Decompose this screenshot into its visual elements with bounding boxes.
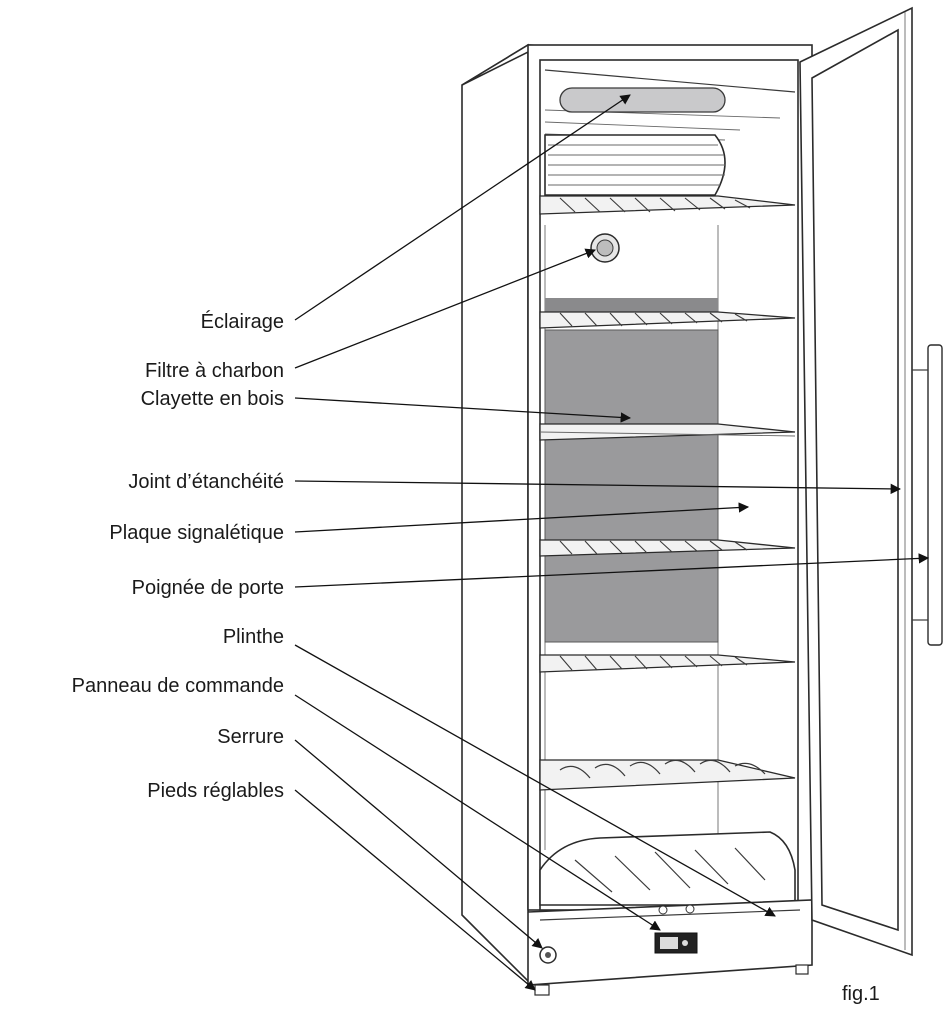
- labels: Éclairage Filtre à charbon Clayette en b…: [72, 310, 284, 802]
- leader-lines: [294, 94, 930, 991]
- charcoal-filter-icon: [590, 233, 620, 263]
- label-serrure: Serrure: [217, 726, 284, 748]
- label-panneau: Panneau de commande: [72, 675, 284, 697]
- figure-caption: fig.1: [842, 983, 880, 1005]
- shelf-5: [539, 654, 796, 673]
- bottom-bottle-cradle: [539, 831, 796, 906]
- label-clayette: Clayette en bois: [141, 388, 284, 410]
- back-panel-top-band: [545, 298, 718, 312]
- leader-eclairage: [294, 94, 631, 321]
- label-joint: Joint d’étanchéité: [128, 471, 284, 493]
- label-poignee: Poignée de porte: [132, 577, 284, 599]
- label-plinthe: Plinthe: [223, 626, 284, 648]
- leader-serrure: [294, 739, 543, 949]
- leader-clayette: [294, 397, 632, 423]
- top-compartment: [544, 69, 796, 196]
- plinth: [527, 899, 813, 996]
- leader-panneau: [294, 694, 661, 931]
- shelf-4: [539, 539, 796, 557]
- label-plaque: Plaque signalétique: [109, 522, 284, 544]
- shelf-1: [539, 195, 796, 215]
- leader-joint: [294, 480, 902, 495]
- label-filtre: Filtre à charbon: [145, 360, 284, 382]
- label-pieds: Pieds réglables: [147, 780, 284, 802]
- leader-plinthe: [294, 644, 776, 917]
- adjustable-foot-left: [534, 984, 550, 996]
- cabinet-left-side: [461, 43, 533, 988]
- label-eclairage: Éclairage: [201, 310, 284, 333]
- leader-pieds: [294, 789, 536, 991]
- shelf-6: [539, 759, 796, 791]
- leader-filtre: [294, 248, 596, 369]
- leader-plaque: [294, 502, 750, 533]
- adjustable-foot-right: [795, 964, 809, 975]
- light-bar: [559, 87, 726, 113]
- door: [799, 6, 943, 957]
- door-glass: [811, 28, 899, 932]
- door-handle: [927, 344, 943, 646]
- shelf-2: [539, 311, 796, 329]
- leader-poignee: [294, 553, 930, 588]
- shelf-3-wood: [539, 423, 796, 441]
